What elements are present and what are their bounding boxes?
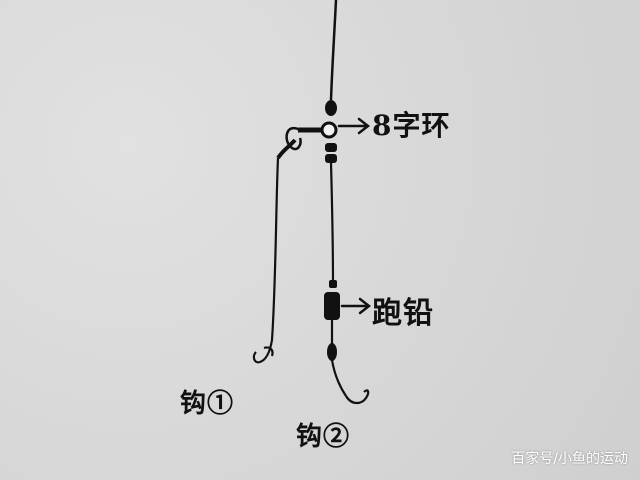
arrow-to-eight-ring <box>337 117 371 135</box>
watermark: 百家号/小鱼的运动 <box>511 451 628 467</box>
top-bead <box>325 100 337 116</box>
main-line <box>329 0 338 101</box>
hook-2-line <box>330 359 347 397</box>
eight-ring-label: 8字环 <box>372 109 451 142</box>
hook-1 <box>252 339 274 364</box>
running-sinker <box>324 292 340 320</box>
hook-2 <box>345 389 370 405</box>
branch-knot <box>276 138 297 160</box>
branch-loop <box>285 126 302 151</box>
main-line-lower <box>329 162 335 286</box>
branch-line <box>270 157 280 341</box>
lower-stop-bead <box>327 343 337 361</box>
eight-ring-swivel <box>320 121 338 139</box>
lower-bead-2 <box>325 154 337 163</box>
arrow-to-float <box>340 297 372 315</box>
lower-bead-1 <box>325 143 337 152</box>
float-label: 跑铅 <box>372 296 434 331</box>
hook-two-label: 钩② <box>296 422 351 452</box>
hook-one-label: 钩① <box>180 389 235 419</box>
stop-bead-upper <box>329 280 337 288</box>
